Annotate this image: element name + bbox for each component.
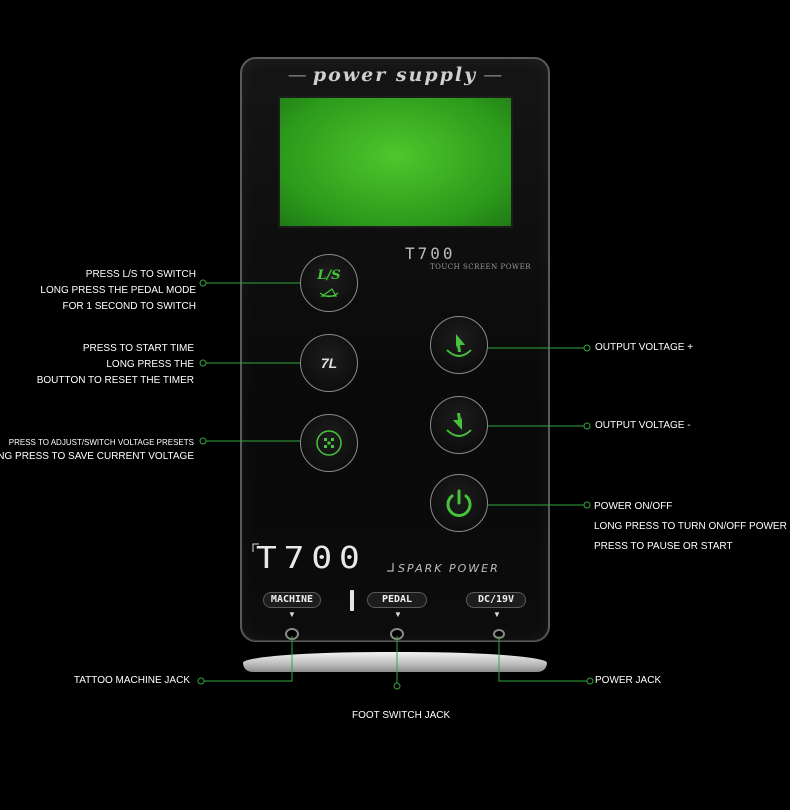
power-callout: POWER ON/OFF LONG PRESS TO TURN ON/OFF P… bbox=[594, 497, 787, 557]
preset-callout-line: PRESS TO ADJUST/SWITCH VOLTAGE PRESETS bbox=[8, 438, 194, 447]
arrow-down-icon: ▼ bbox=[288, 610, 296, 619]
voltage-preset-button[interactable] bbox=[300, 414, 358, 472]
machine-jack-callout: TATTOO MACHINE JACK bbox=[73, 675, 190, 686]
preset-callout-line: LONG PRESS TO SAVE CURRENT VOLTAGE bbox=[0, 451, 194, 462]
voltage-up-callout: OUTPUT VOLTAGE + bbox=[595, 342, 694, 353]
voltage-down-icon bbox=[446, 413, 472, 437]
ls-callout-line: FOR 1 SECOND TO SWITCH bbox=[62, 301, 196, 312]
preset-callout: PRESS TO ADJUST/SWITCH VOLTAGE PRESETS L… bbox=[0, 436, 194, 465]
foot-switch-jack-callout: FOOT SWITCH JACK bbox=[352, 710, 451, 721]
timer-callout-line: LONG PRESS THE bbox=[106, 359, 194, 370]
ls-callout-line: LONG PRESS THE PEDAL MODE bbox=[40, 285, 196, 296]
device-title-text: power supply bbox=[312, 64, 478, 86]
arrow-down-icon: ▼ bbox=[394, 610, 402, 619]
power-icon bbox=[446, 489, 472, 517]
title-dash-left: — bbox=[287, 64, 313, 86]
brand-bracket-left bbox=[252, 543, 259, 552]
power-button[interactable] bbox=[430, 474, 488, 532]
power-callout-line: PRESS TO PAUSE OR START bbox=[594, 541, 733, 552]
voltage-up-button[interactable] bbox=[430, 316, 488, 374]
timer-button-label: 7L bbox=[320, 355, 338, 371]
voltage-down-button[interactable] bbox=[430, 396, 488, 454]
arrow-down-icon: ▼ bbox=[493, 610, 501, 619]
port-label-machine: MACHINE bbox=[263, 592, 321, 608]
timer-button[interactable]: 7L bbox=[300, 334, 358, 392]
ls-callout: PRESS L/S TO SWITCH LONG PRESS THE PEDAL… bbox=[40, 267, 196, 315]
power-jack[interactable] bbox=[493, 629, 505, 639]
ls-switch-button[interactable]: L/S bbox=[300, 254, 358, 312]
brand-subtitle: SPARK POWER bbox=[398, 562, 500, 575]
voltage-down-callout: OUTPUT VOLTAGE - bbox=[595, 420, 691, 431]
ls-callout-line: PRESS L/S TO SWITCH bbox=[85, 269, 196, 280]
port-label-pedal: PEDAL bbox=[367, 592, 427, 608]
power-callout-line: LONG PRESS TO TURN ON/OFF POWER bbox=[594, 521, 787, 532]
ls-button-label: L/S bbox=[317, 268, 341, 283]
device-base bbox=[243, 652, 547, 672]
timer-callout-line: PRESS TO START TIME bbox=[82, 343, 194, 354]
model-caption: TOUCH SCREEN POWER bbox=[430, 263, 532, 271]
port-label-dc: DC/19V bbox=[466, 592, 526, 608]
pedal-icon bbox=[319, 288, 339, 298]
power-callout-line: POWER ON/OFF bbox=[594, 501, 673, 512]
machine-jack[interactable] bbox=[285, 628, 299, 640]
port-divider bbox=[350, 590, 354, 611]
preset-grid-icon bbox=[316, 430, 342, 456]
device-bottom-edge bbox=[242, 614, 548, 641]
voltage-up-icon bbox=[446, 334, 472, 357]
brand-logo: T700 bbox=[256, 541, 367, 576]
title-dash-right: — bbox=[477, 64, 503, 86]
timer-callout: PRESS TO START TIME LONG PRESS THE BOUTT… bbox=[37, 341, 194, 389]
model-small-logo: T700 bbox=[405, 244, 456, 263]
lcd-screen[interactable] bbox=[278, 96, 513, 228]
device-title: — power supply — bbox=[240, 64, 550, 86]
pedal-jack[interactable] bbox=[390, 628, 404, 640]
brand-bracket-right bbox=[387, 563, 394, 572]
timer-callout-line: BOUTTON TO RESET THE TIMER bbox=[36, 375, 194, 386]
power-jack-callout: POWER JACK bbox=[595, 675, 662, 686]
